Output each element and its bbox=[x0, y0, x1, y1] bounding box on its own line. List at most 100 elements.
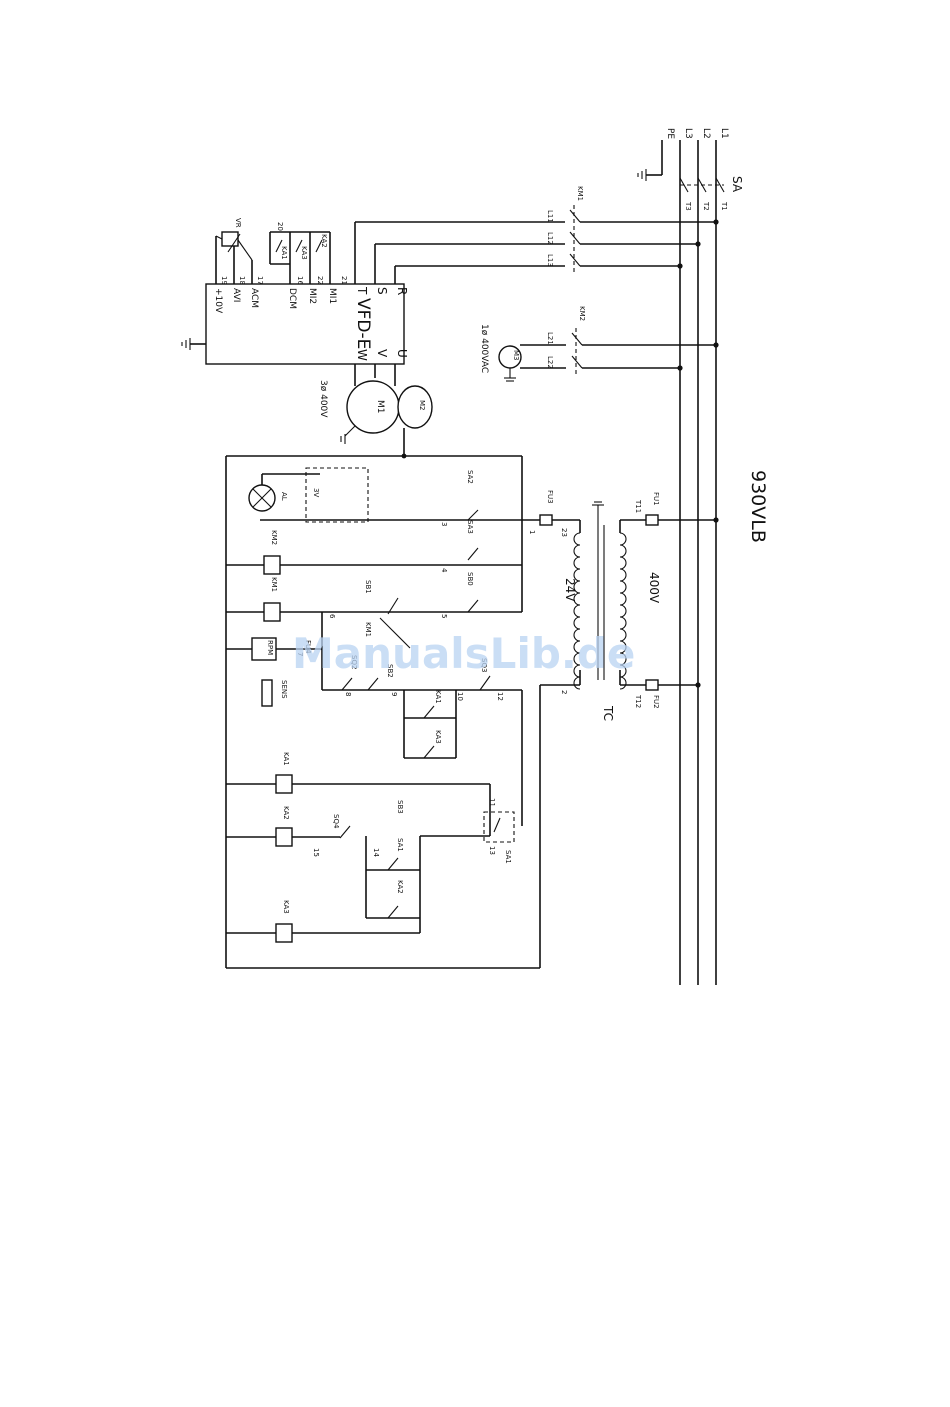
sq1-label: SQ2 bbox=[350, 655, 358, 669]
fu3-label: FU3 bbox=[546, 490, 554, 504]
vfd-acm: ACM bbox=[249, 288, 259, 308]
line-pe-label: PE bbox=[665, 128, 675, 139]
m3-label: M3 bbox=[512, 350, 520, 361]
wire-7: 7 bbox=[296, 652, 304, 656]
wire-14: 14 bbox=[372, 848, 380, 857]
term-16: 16 bbox=[296, 276, 304, 285]
wire-15: 15 bbox=[312, 848, 320, 857]
l12-label: L12 bbox=[546, 232, 554, 245]
control-transformer-tc: FU1 T11 FU2 T12 400V 24V TC 930VLB FU3 2… bbox=[528, 470, 769, 721]
wire-10: 10 bbox=[456, 692, 464, 701]
ka2-coil-label: KA2 bbox=[282, 806, 290, 820]
vfd-r-label: R bbox=[395, 287, 409, 295]
ka1-contact-label: KA1 bbox=[434, 690, 442, 704]
fu2-label: FU2 bbox=[652, 695, 660, 709]
mains-supply: L1 L2 L3 PE bbox=[637, 128, 729, 985]
fu4-label: FU4 bbox=[304, 640, 312, 654]
ka1-coil-label: KA1 bbox=[282, 752, 290, 766]
rpm-label: RPM bbox=[266, 640, 274, 655]
sb1-label: SB1 bbox=[364, 580, 372, 594]
term-18: 18 bbox=[238, 276, 246, 285]
vfd-dcm: DCM bbox=[287, 288, 297, 309]
l21-label: L21 bbox=[546, 332, 554, 345]
ka3-coil-label: KA3 bbox=[282, 900, 290, 914]
km2-contactor: KM2 L21 L22 M3 1ø 400VAC bbox=[479, 306, 719, 382]
t1-label: T1 bbox=[720, 201, 728, 211]
term-20: 20 bbox=[276, 222, 284, 231]
fu1-label: FU1 bbox=[652, 492, 660, 506]
motors-m1-m2: M1 M2 3ø 400V bbox=[318, 364, 433, 456]
t12-label: T12 bbox=[634, 694, 642, 708]
vfd-10v: +10V bbox=[213, 288, 223, 314]
wire-9: 9 bbox=[390, 692, 398, 696]
term-21: 21 bbox=[340, 276, 348, 285]
ka2-contact-label: KA2 bbox=[396, 880, 404, 894]
sb2-label: SB2 bbox=[386, 664, 394, 678]
vfd-w-label: W bbox=[355, 349, 369, 361]
vfd-avi: AVI bbox=[231, 288, 241, 302]
sq3-label: SQ4 bbox=[332, 814, 340, 829]
sq4-label: SA1 bbox=[396, 838, 404, 852]
km1-coil-label: KM1 bbox=[270, 577, 278, 592]
l11-label: L11 bbox=[546, 210, 554, 223]
lamp-voltage: 3V bbox=[312, 488, 320, 497]
vfd-mi1: MI1 bbox=[327, 288, 337, 304]
km2-coil-label: KM2 bbox=[270, 530, 278, 545]
line-l3-label: L3 bbox=[683, 128, 693, 139]
wire-3: 3 bbox=[440, 522, 448, 526]
vr-label: VR bbox=[234, 218, 242, 228]
ka3-contact-label: KA3 bbox=[434, 730, 442, 744]
wire-13: 13 bbox=[488, 846, 496, 855]
wire-1: 1 bbox=[528, 530, 536, 534]
wire-8: 8 bbox=[344, 692, 352, 696]
term-19: 19 bbox=[220, 276, 228, 285]
vfd-v-label: V bbox=[375, 349, 389, 358]
sb3-label: SB3 bbox=[396, 800, 404, 814]
wire-4: 4 bbox=[440, 568, 448, 573]
vfd-e-drive: R S T U V W VFD-E MI1 MI2 DCM ACM AVI +1… bbox=[181, 283, 409, 365]
sa3-label: SA3 bbox=[466, 520, 474, 534]
sq2-label: SQ3 bbox=[480, 658, 488, 672]
km1-feeders bbox=[580, 219, 719, 269]
vfd-u-label: U bbox=[395, 349, 409, 358]
watermark: ManualsLib.de bbox=[292, 629, 635, 678]
sensor-label: SENS bbox=[280, 680, 288, 699]
m2-label: M2 bbox=[418, 400, 426, 411]
sb0-label: SB0 bbox=[466, 572, 474, 586]
secondary-voltage: 24V bbox=[563, 578, 577, 602]
primary-voltage: 400V bbox=[647, 572, 661, 604]
main-switch-sa: SA T1 T2 T3 bbox=[679, 176, 744, 211]
relay-ka1-label: KA1 bbox=[280, 246, 288, 260]
line-l1-label: L1 bbox=[719, 128, 729, 139]
term-22: 22 bbox=[316, 276, 324, 285]
m1-label: M1 bbox=[375, 400, 385, 414]
vfd-control-wiring: KA2 KA3 KA1 21 22 16 17 18 19 20 VR bbox=[215, 218, 348, 285]
wire-6: 6 bbox=[328, 614, 336, 619]
model-title: 930VLB bbox=[747, 470, 769, 543]
l22-label: L22 bbox=[546, 356, 554, 369]
vfd-name: VFD-E bbox=[353, 298, 373, 349]
term-17: 17 bbox=[256, 276, 264, 285]
sa2-label: SA2 bbox=[466, 470, 474, 484]
km2-label: KM2 bbox=[578, 306, 586, 321]
relay-ka3-label: KA3 bbox=[300, 246, 308, 260]
sa1-label: SA1 bbox=[504, 850, 512, 864]
relay-ka2-label: KA2 bbox=[320, 234, 328, 248]
wire-23: 23 bbox=[560, 528, 568, 537]
km1-label: KM1 bbox=[576, 186, 584, 201]
vfd-s-label: S bbox=[375, 287, 389, 295]
main-switch-label: SA bbox=[730, 176, 744, 193]
transformer-label: TC bbox=[601, 705, 615, 721]
km1-contactor: KM1 L11 L12 L13 bbox=[354, 186, 584, 284]
lamp-label: AL bbox=[280, 492, 288, 501]
vfd-mi2: MI2 bbox=[307, 288, 317, 304]
wire-2: 2 bbox=[560, 690, 568, 694]
m3-rating: 1ø 400VAC bbox=[479, 324, 489, 373]
wire-12: 12 bbox=[496, 692, 504, 701]
control-circuit: AL 3V SA2 SA3 3 KM2 4 SB0 5 KM1 SB1 KM1 … bbox=[225, 453, 541, 969]
t2-label: T2 bbox=[702, 201, 710, 211]
km1-contact-label: KM1 bbox=[364, 622, 372, 637]
l13-label: L13 bbox=[546, 254, 554, 267]
t11-label: T11 bbox=[634, 499, 642, 513]
